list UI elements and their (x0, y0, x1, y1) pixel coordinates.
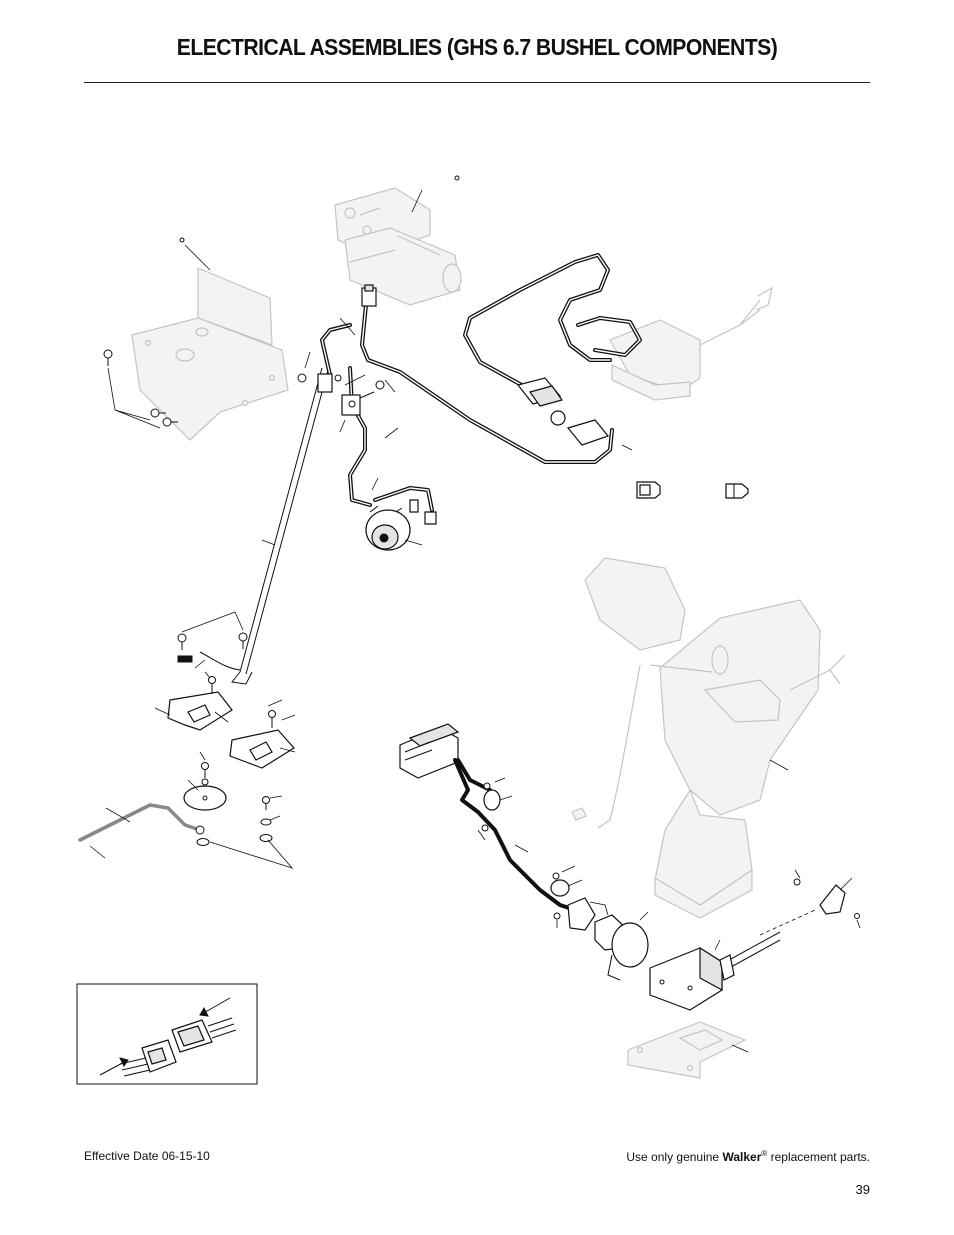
page-number: 39 (855, 1182, 870, 1197)
ghosted-bracket-left (131, 267, 289, 441)
ghosted-motor-top (334, 187, 462, 306)
actuator-end-parts (759, 878, 860, 936)
harness-connectors (317, 284, 610, 525)
connector-detail-inset (76, 983, 258, 1085)
genuine-parts-notice: Use only genuine Walker® replacement par… (626, 1149, 870, 1164)
effective-date: Effective Date 06-15-10 (84, 1149, 210, 1163)
ghosted-bracket-bottom (627, 1021, 747, 1079)
ground-rod (177, 323, 352, 685)
brand-name: Walker (722, 1150, 762, 1164)
notice-suffix: replacement parts. (770, 1150, 870, 1164)
registered-mark: ® (761, 1149, 768, 1158)
mount-brackets (167, 676, 295, 769)
main-harness (348, 253, 642, 512)
screws-left (103, 175, 460, 650)
page-title: ELECTRICAL ASSEMBLIES (GHS 6.7 BUSHEL CO… (176, 34, 778, 60)
ghosted-hopper (571, 557, 846, 919)
leader-lines (89, 189, 861, 1053)
ghosted-actuator-right (609, 286, 773, 401)
disc-and-washers (78, 762, 273, 846)
key-switch (365, 505, 411, 551)
title-rule (84, 82, 870, 83)
connector-symbols (636, 481, 749, 499)
notice-prefix: Use only genuine (626, 1150, 720, 1164)
lower-harness (399, 723, 781, 1011)
